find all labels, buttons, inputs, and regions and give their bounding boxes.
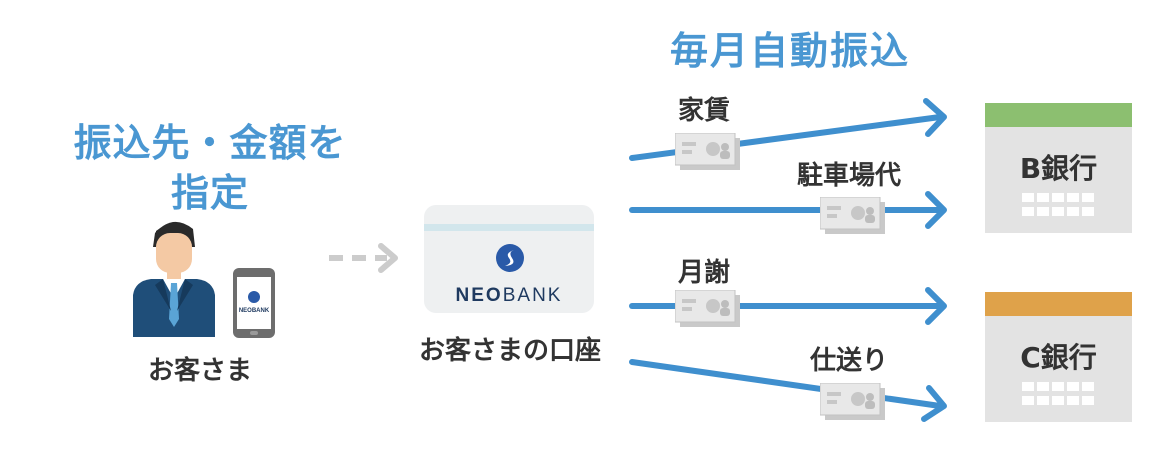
payee-label-parking: 駐車場代: [797, 161, 902, 191]
bank-body: C銀行: [985, 316, 1132, 422]
arrowhead-rent: [923, 98, 947, 137]
customer-label: お客さま: [147, 356, 252, 386]
heading-line-2: 指定: [170, 171, 249, 215]
bill-icon: [820, 383, 885, 420]
bill-icon: [675, 290, 740, 327]
brand-bold: NEO: [455, 285, 503, 306]
building-windows-icon: [1022, 382, 1094, 405]
bill-icon: [675, 133, 740, 170]
card-stripe: [424, 224, 594, 231]
neobank-logo-icon: [496, 244, 524, 272]
payee-label-rent: 家賃: [678, 96, 731, 126]
bank-roof: [985, 103, 1132, 127]
smartphone-icon: NEOBANK: [233, 268, 275, 338]
bill-icon: [820, 197, 885, 234]
arrowhead-tuition: [925, 287, 947, 325]
account-label: お客さまの口座: [418, 336, 601, 366]
bank-card: NEOBANK: [424, 205, 594, 313]
bank-body: B銀行: [985, 127, 1132, 233]
payee-label-allowance: 仕送り: [810, 346, 889, 376]
bank-roof: [985, 292, 1132, 316]
payee-label-tuition: 月謝: [678, 258, 731, 288]
bank-b-building: B銀行: [985, 103, 1132, 233]
transfer-setup-heading: 振込先・金額を 指定: [40, 118, 380, 218]
heading-line-1: 振込先・金額を: [73, 121, 347, 165]
dashed-arrow: [329, 243, 398, 273]
arrowhead-allowance: [921, 385, 947, 422]
arrowhead-parking: [925, 191, 947, 229]
arrow-allowance: [629, 359, 943, 409]
card-brand: NEOBANK: [424, 285, 594, 307]
bank-c-building: C銀行: [985, 292, 1132, 422]
building-windows-icon: [1022, 193, 1094, 216]
phone-brand-text: NEOBANK: [239, 308, 270, 314]
brand-light: BANK: [502, 285, 563, 306]
monthly-transfer-title: 毎月自動振込: [669, 29, 910, 73]
customer-icon: [133, 221, 215, 337]
bank-name: B銀行: [1019, 152, 1098, 185]
bank-name: C銀行: [1020, 341, 1097, 374]
